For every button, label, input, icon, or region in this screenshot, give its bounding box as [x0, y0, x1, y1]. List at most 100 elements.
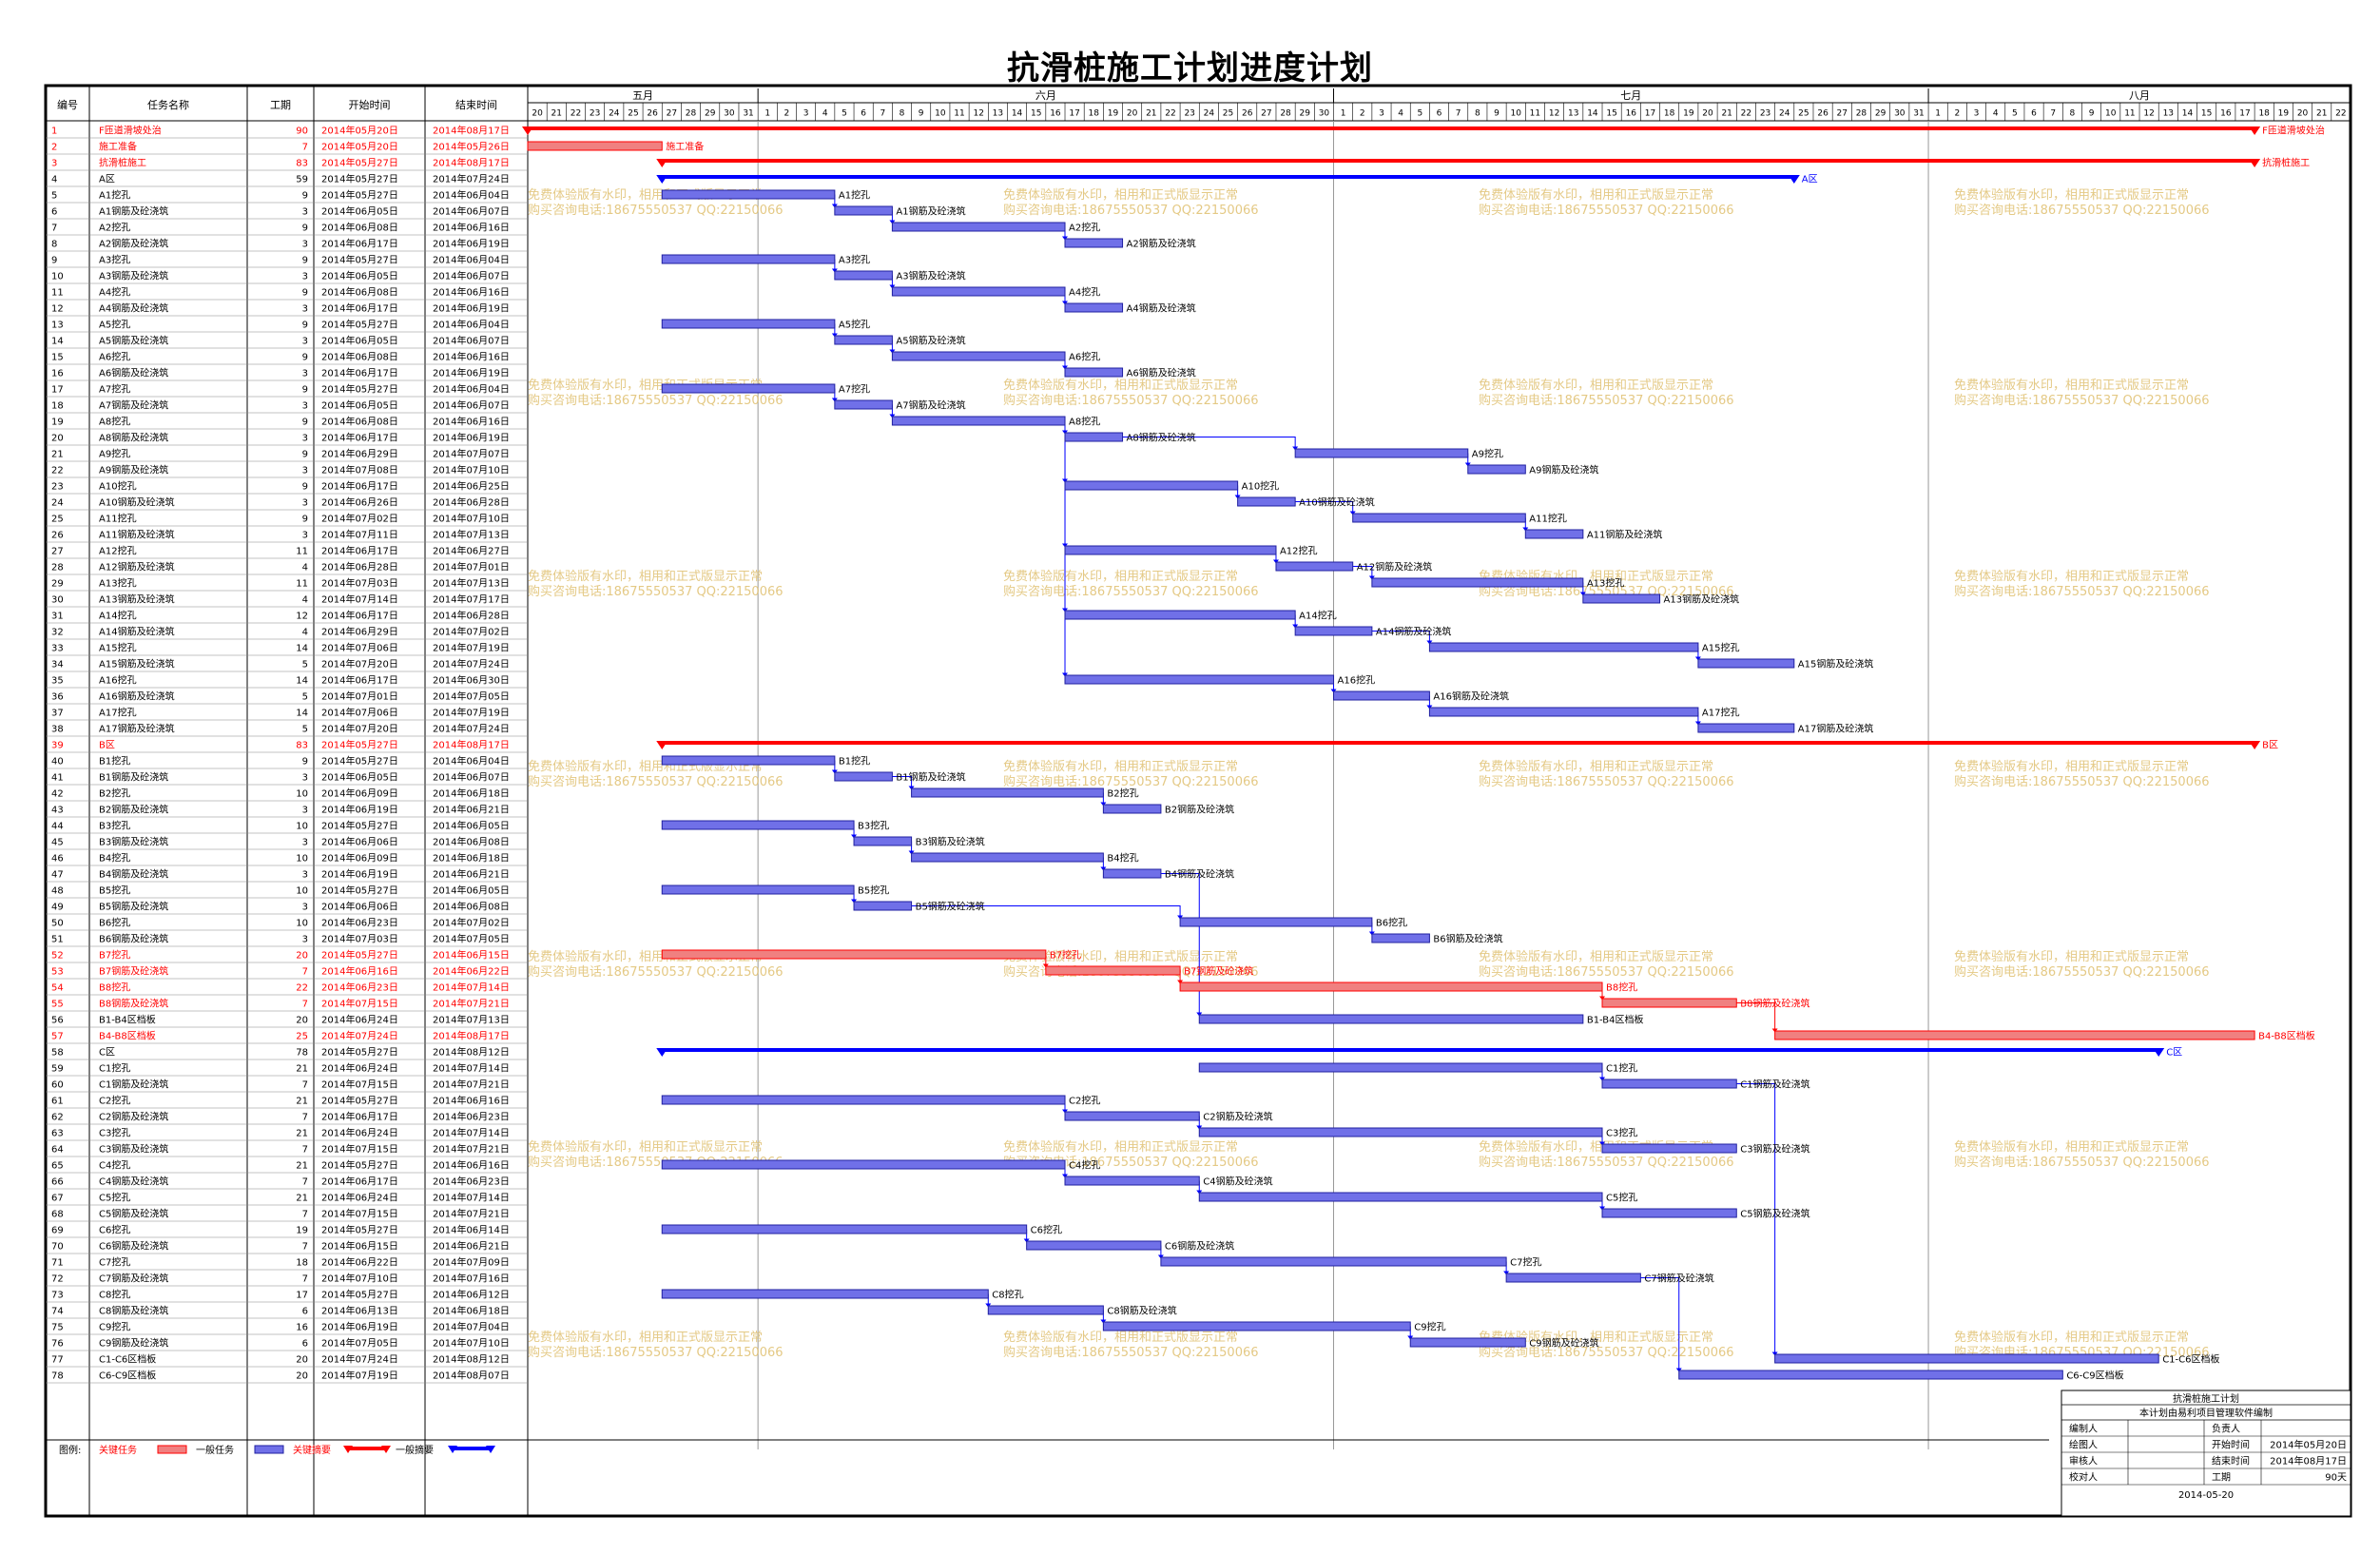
info-cell: 90天	[2325, 1473, 2347, 1484]
task-id-cell: 5	[51, 191, 57, 202]
day-label: 4	[1993, 109, 1999, 119]
task-end-cell: 2014年06月16日	[433, 222, 510, 234]
task-duration-cell: 4	[302, 563, 308, 573]
task-bar	[1064, 480, 1239, 491]
day-label: 15	[2201, 109, 2212, 119]
task-start-cell: 2014年06月05日	[321, 335, 398, 347]
task-end-cell: 2014年07月21日	[433, 1079, 510, 1091]
task-end-cell: 2014年06月21日	[433, 804, 510, 816]
task-duration-cell: 3	[302, 870, 308, 881]
task-start-cell: 2014年06月13日	[321, 1305, 398, 1317]
task-bar	[987, 1305, 1104, 1315]
task-end-cell: 2014年06月04日	[433, 254, 510, 266]
task-start-cell: 2014年06月08日	[321, 351, 398, 363]
task-start-cell: 2014年07月10日	[321, 1273, 398, 1285]
task-end-cell: 2014年07月24日	[433, 173, 510, 185]
info-title: 抗滑桩施工计划	[2173, 1392, 2239, 1405]
task-name-cell: B6钢筋及砼浇筑	[99, 933, 168, 945]
task-bar	[1467, 464, 1526, 475]
task-id-cell: 1	[51, 126, 57, 137]
day-label: 29	[705, 109, 716, 119]
day-label: 16	[1626, 109, 1637, 119]
task-duration-cell: 21	[296, 1129, 308, 1139]
summary-cap-end	[1788, 175, 1800, 184]
day-label: 3	[803, 109, 809, 119]
bar-label: C1钢筋及砼浇筑	[1740, 1079, 1809, 1091]
task-id-cell: 32	[51, 628, 64, 638]
task-name-cell: A15挖孔	[99, 642, 137, 654]
task-duration-cell: 9	[302, 224, 308, 234]
task-name-cell: B2钢筋及砼浇筑	[99, 804, 168, 816]
task-id-cell: 76	[51, 1339, 64, 1350]
task-bar	[1275, 561, 1354, 572]
day-label: 4	[822, 109, 828, 119]
task-name-cell: A6钢筋及砼浇筑	[99, 367, 168, 379]
info-cell: 开始时间	[2212, 1439, 2250, 1451]
task-duration-cell: 7	[302, 1242, 308, 1253]
task-id-cell: 59	[51, 1064, 64, 1075]
task-duration-cell: 21	[296, 1194, 308, 1204]
task-end-cell: 2014年08月12日	[433, 1046, 510, 1059]
task-start-cell: 2014年05月27日	[321, 1159, 398, 1172]
task-duration-cell: 7	[302, 967, 308, 978]
task-bar	[1601, 1208, 1737, 1218]
task-duration-cell: 4	[302, 595, 308, 606]
bar-label: C3钢筋及砼浇筑	[1740, 1143, 1809, 1156]
task-bar	[1026, 1240, 1162, 1251]
task-bar	[1179, 982, 1603, 992]
month-label: 六月	[1035, 89, 1056, 102]
bar-label: A4钢筋及砼浇筑	[1127, 302, 1196, 315]
day-label: 4	[1398, 109, 1403, 119]
task-id-cell: 48	[51, 886, 64, 897]
task-name-cell: A17挖孔	[99, 707, 137, 719]
day-label: 25	[1798, 109, 1809, 119]
info-cell: 2014年05月20日	[2270, 1439, 2347, 1451]
task-id-cell: 39	[51, 741, 64, 751]
task-name-cell: A7钢筋及砼浇筑	[99, 399, 168, 412]
bar-label: A13挖孔	[1587, 577, 1625, 590]
bar-label: A7挖孔	[839, 383, 870, 396]
bar-label: A13钢筋及砼浇筑	[1664, 593, 1740, 606]
task-bar	[1198, 1062, 1603, 1073]
day-label: 13	[993, 109, 1003, 119]
task-bar	[661, 1224, 1028, 1234]
summary-cap-start	[656, 175, 668, 184]
task-name-cell: B3钢筋及砼浇筑	[99, 836, 168, 848]
watermark-text: 购买咨询电话:18675550537 QQ:22150066	[1479, 1155, 1734, 1170]
task-id-cell: 75	[51, 1323, 64, 1333]
watermark-text: 购买咨询电话:18675550537 QQ:22150066	[1003, 1155, 1259, 1170]
task-duration-cell: 21	[296, 1097, 308, 1107]
task-id-cell: 74	[51, 1307, 64, 1317]
info-cell: 审核人	[2069, 1455, 2098, 1468]
task-id-cell: 34	[51, 660, 64, 671]
task-start-cell: 2014年05月27日	[321, 157, 398, 169]
task-id-cell: 27	[51, 547, 64, 557]
bar-label: A6钢筋及砼浇筑	[1127, 367, 1196, 379]
bar-label: A16钢筋及砼浇筑	[1433, 690, 1509, 703]
task-duration-cell: 11	[296, 547, 308, 557]
task-name-cell: 抗滑桩施工	[99, 157, 146, 169]
day-label: 25	[1223, 109, 1233, 119]
task-bar	[1524, 529, 1584, 539]
task-id-cell: 12	[51, 304, 64, 315]
task-bar	[1505, 1273, 1641, 1283]
task-end-cell: 2014年08月07日	[433, 1370, 510, 1382]
bar-label: B1钢筋及砼浇筑	[896, 771, 965, 784]
day-label: 24	[1204, 109, 1215, 119]
watermark-text: 免费体验版有水印，相用和正式版显示正常	[1954, 759, 2189, 774]
task-duration-cell: 3	[302, 903, 308, 913]
month-label: 八月	[2129, 89, 2150, 102]
watermark-text: 免费体验版有水印，相用和正式版显示正常	[1003, 949, 1238, 964]
dependency-line	[1295, 501, 1354, 515]
task-duration-cell: 14	[296, 709, 308, 719]
day-label: 14	[1012, 109, 1023, 119]
bar-label: B5钢筋及砼浇筑	[916, 901, 985, 913]
task-id-cell: 68	[51, 1210, 64, 1220]
task-end-cell: 2014年06月28日	[433, 610, 510, 622]
dependency-line	[1064, 437, 1123, 676]
task-duration-cell: 3	[302, 272, 308, 282]
task-duration-cell: 17	[296, 1291, 308, 1301]
task-bar	[661, 1095, 1066, 1105]
summary-cap-start	[656, 159, 668, 167]
col-header-start: 开始时间	[349, 98, 391, 111]
